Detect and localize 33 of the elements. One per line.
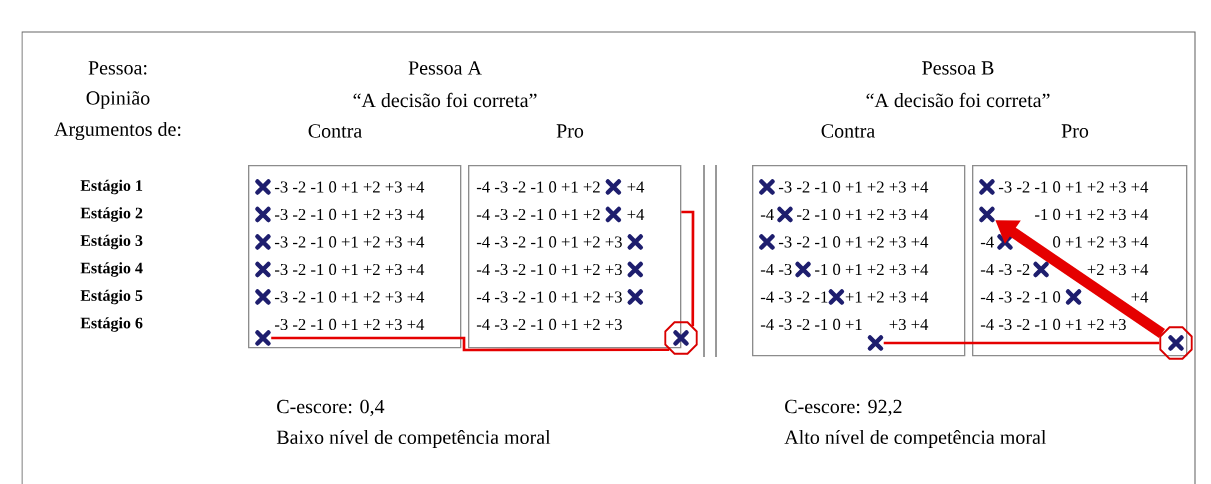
heading: “A decisão foi correta” — [353, 92, 537, 108]
stage-label: Estágio 2 — [80, 207, 143, 222]
score-text: C-escore: 92,2 — [785, 399, 902, 417]
stage-label: Estágio 1 — [80, 179, 143, 195]
connector-line — [883, 341, 1160, 345]
heading: Pessoa A — [408, 61, 482, 75]
column-heading: Contra — [308, 124, 362, 138]
circled-cross-mark — [1159, 326, 1193, 360]
stage-label: Estágio 3 — [80, 234, 143, 250]
heading: Pessoa: — [88, 61, 147, 75]
connector-line — [681, 210, 695, 327]
cross-mark — [979, 206, 995, 223]
stage-label: Estágio 4 — [80, 262, 143, 277]
heading: “A decisão foi correta” — [866, 92, 1050, 108]
scale-panel: -3 -2 -1 0 +1 +2 +3 +4 -4 -2 -1 0 +1 +2 +3 +4 -3 -2 -1 0 +1 +2 +3 +4 -4 -3 -1 0 +1 +2 +3 +4 -4 -3 -2 -1 +1 +2 +3 +4 -4 -3 -2 -1 0 +1 +3 +4 — [752, 165, 966, 357]
scale-panel: -3 -2 -1 0 +1 +2 +3 +4 -3 -2 -1 0 +1 +2 +3 +4 -3 -2 -1 0 +1 +2 +3 +4 -3 -2 -1 0 +1 +2 +3 +4 -3 -2 -1 0 +1 +2 +3 +4 -3 -2 -1 0 +1 +2 +3 +4 — [248, 165, 462, 349]
heading: Argumentos de: — [54, 121, 181, 141]
heading: Pessoa B — [922, 61, 994, 75]
column-heading: Pro — [556, 124, 584, 138]
result-text: Alto nível de competência moral — [784, 429, 1047, 449]
cross-mark — [255, 330, 271, 346]
stage-label: Estágio 6 — [80, 317, 143, 332]
connector-line — [271, 336, 670, 352]
stage-label: Estágio 5 — [80, 289, 143, 305]
scale-panel: -3 -2 -1 0 +1 +2 +3 +4 -1 0 +1 +2 +3 +4 -4 0 +1 +2 +3 +4 -4 -3 -2 +2 +3 +4 -4 -3 -2 -1 0 +4 -4 -3 -2 -1 0 +1 +2 +3 — [972, 165, 1188, 357]
column-heading: Pro — [1061, 124, 1089, 138]
result-text: Baixo nível de competência moral — [276, 429, 551, 449]
score-text: C-escore: 0,4 — [277, 399, 385, 417]
circled-cross-mark — [664, 321, 698, 355]
scale-panel: -4 -3 -2 -1 0 +1 +2 +4 -4 -3 -2 -1 0 +1 +2 +4 -4 -3 -2 -1 0 +1 +2 +3 -4 -3 -2 -1 0 +1 +2 +3 -4 -3 -2 -1 0 +1 +2 +3 -4 -3 -2 -1 0 +1 +2 +3 — [468, 165, 682, 349]
column-heading: Contra — [821, 124, 875, 138]
heading: Opinião — [86, 91, 150, 109]
cross-mark — [867, 335, 884, 351]
